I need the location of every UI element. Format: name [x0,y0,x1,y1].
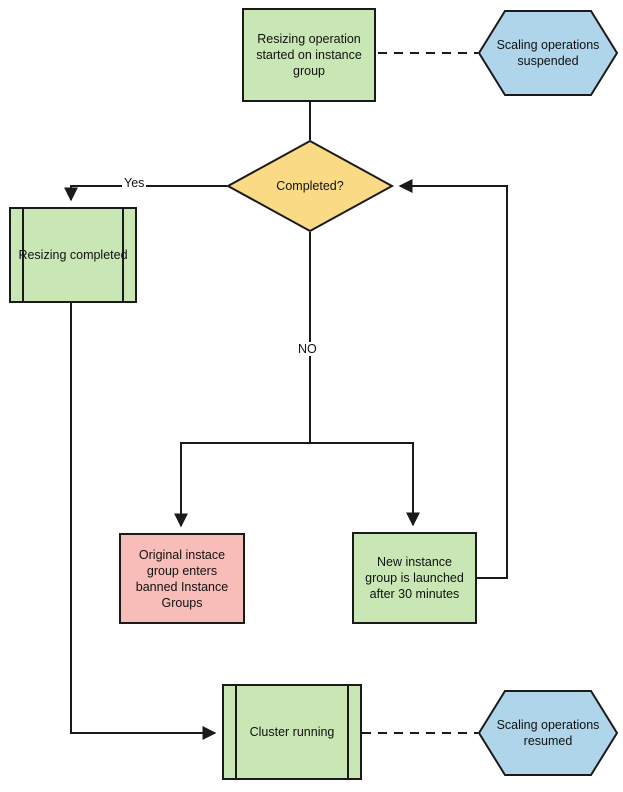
node-scaling-suspended-label: Scaling operations suspended [496,38,600,68]
process-bar-right [122,209,124,301]
process-bar-left [235,686,237,778]
node-original-banned-label: Original instace group enters banned Ins… [135,547,229,610]
node-new-group-launched[interactable]: New instance group is launched after 30 … [352,532,477,624]
edge-label-yes: Yes [122,176,147,190]
node-resizing-completed-label: Resizing completed [18,248,128,262]
hexagon-shape [477,10,619,96]
edge-decision-yes-to-resizing-completed [64,185,227,202]
node-original-banned[interactable]: Original instace group enters banned Ins… [119,533,245,624]
hexagon-shape [477,690,619,776]
node-scaling-resumed-label: Scaling operations resumed [496,718,600,748]
node-scaling-suspended[interactable]: Scaling operations suspended [477,10,619,96]
edge-new-group-back-to-decision [398,179,508,579]
edge-resizing-completed-to-cluster-running [70,303,217,740]
node-completed-decision-label: Completed? [276,179,344,193]
edge-decision-no-to-new-group [310,442,420,527]
node-resizing-completed[interactable]: Resizing completed [9,207,137,303]
node-cluster-running[interactable]: Cluster running [222,684,362,780]
node-scaling-resumed[interactable]: Scaling operations resumed [477,690,619,776]
node-cluster-running-label: Cluster running [249,725,335,739]
diamond-shape [225,139,395,233]
node-resizing-started-label: Resizing operation started on instance g… [256,32,362,78]
edge-label-no: NO [296,342,319,356]
node-new-group-launched-label: New instance group is launched after 30 … [365,555,464,601]
process-bar-left [22,209,24,301]
edge-decision-no-to-original-banned [174,442,310,528]
node-resizing-started[interactable]: Resizing operation started on instance g… [242,8,376,102]
process-bar-right [347,686,349,778]
node-completed-decision[interactable]: Completed? [225,139,395,233]
